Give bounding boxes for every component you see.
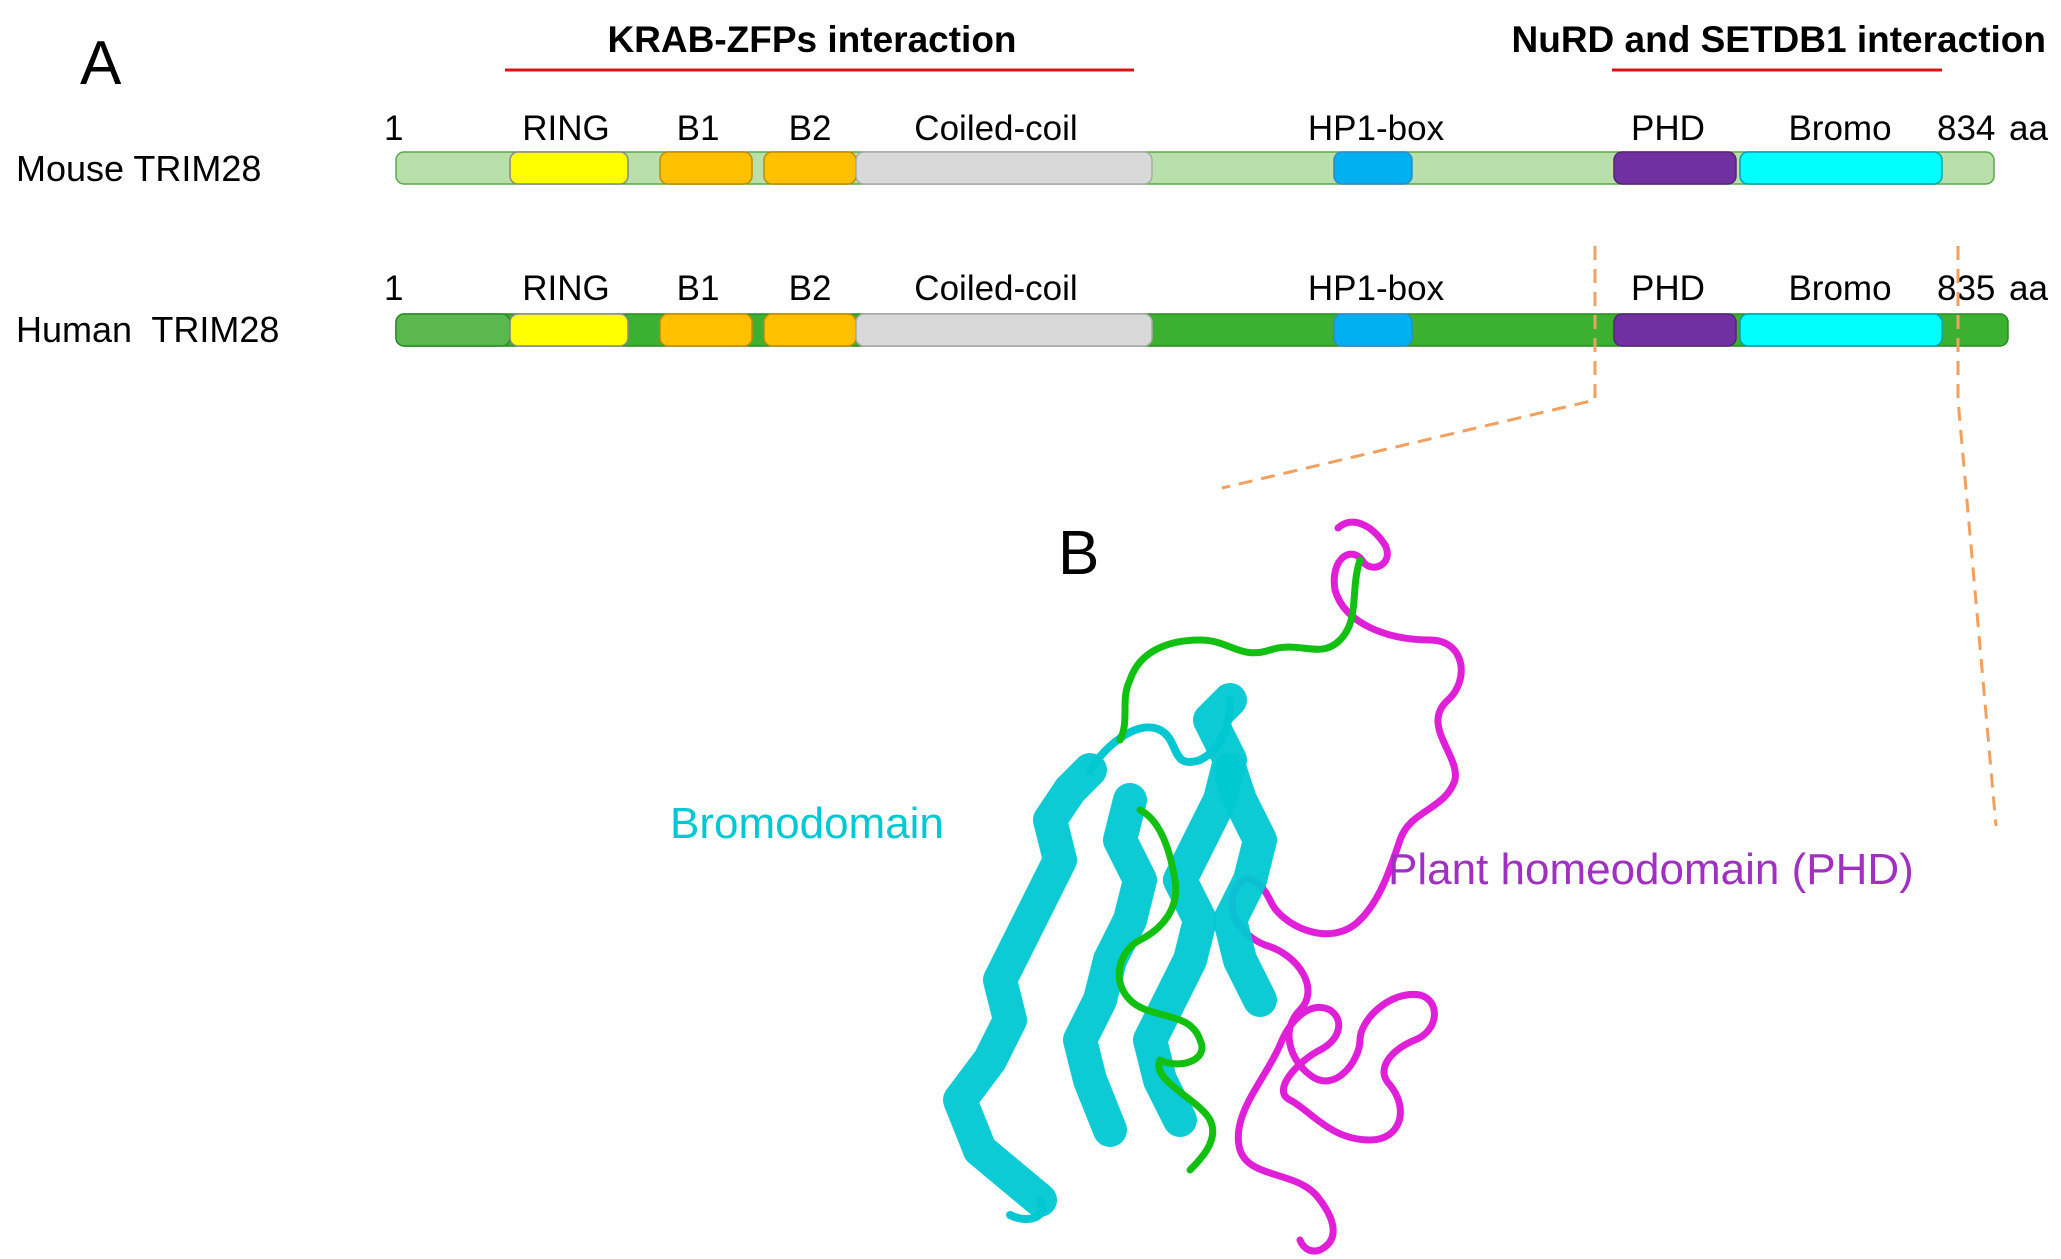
panel-b-letter: B: [1058, 519, 1099, 588]
human-b2-domain: [763, 313, 857, 347]
bromo-helix-1: [943, 753, 1107, 1217]
mouse-b2-domain: [763, 151, 857, 185]
mouse-phd-label: PHD: [1631, 109, 1705, 148]
bromo-helix-2: [1063, 783, 1157, 1147]
phd-label: Plant homeodomain (PHD): [1388, 845, 1914, 894]
mouse-trim28-label: Mouse TRIM28: [16, 148, 261, 189]
human-n-terminal-segment: [395, 313, 511, 347]
human-ring-label: RING: [522, 269, 610, 308]
human-unit-label: aa: [2009, 269, 2048, 308]
mouse-start-label: 1: [384, 109, 403, 148]
mouse-coiled-coil-label: Coiled-coil: [914, 109, 1077, 148]
mouse-bromo-label: Bromo: [1788, 109, 1891, 148]
bromo-loop-2: [1006, 1196, 1047, 1223]
zoom-guide-right: [1956, 246, 1998, 827]
mouse-hp1-box-label: HP1-box: [1308, 109, 1445, 148]
krab-interaction-header: KRAB-ZFPs interaction: [607, 19, 1016, 60]
mouse-b1-domain: [659, 151, 753, 185]
human-start-label: 1: [384, 269, 403, 308]
mouse-end-label: 834: [1937, 109, 1995, 148]
linker-ribbon: [1115, 556, 1364, 1174]
zoom-guide-lines: [1221, 246, 1998, 827]
human-ring-domain: [509, 313, 629, 347]
mouse-trim28-track: Mouse TRIM28 1 834 aa RING B1 B2 Coiled-…: [16, 109, 2048, 189]
human-b1-label: B1: [677, 269, 720, 308]
human-phd-label: PHD: [1631, 269, 1705, 308]
human-hp1-box-label: HP1-box: [1308, 269, 1445, 308]
bromo-phd-structure: [943, 518, 1465, 1255]
mouse-coiled-coil-domain: [855, 151, 1153, 185]
mouse-b2-label: B2: [789, 109, 832, 148]
mouse-b1-label: B1: [677, 109, 720, 148]
mouse-ring-domain: [509, 151, 629, 185]
human-coiled-coil-domain: [855, 313, 1153, 347]
human-hp1-box-domain: [1333, 313, 1413, 347]
mouse-hp1-box-domain: [1333, 151, 1413, 185]
human-coiled-coil-label: Coiled-coil: [914, 269, 1077, 308]
human-bromo-domain: [1739, 313, 1943, 347]
bromodomain-helices: [943, 683, 1277, 1223]
zoom-guide-left: [1221, 246, 1597, 490]
human-trim28-label: Human TRIM28: [16, 309, 279, 350]
phd-ribbon: [1228, 518, 1465, 1255]
mouse-phd-domain: [1613, 151, 1737, 185]
mouse-unit-label: aa: [2009, 109, 2048, 148]
bromodomain-label: Bromodomain: [670, 799, 944, 848]
human-b2-label: B2: [789, 269, 832, 308]
human-bromo-label: Bromo: [1788, 269, 1891, 308]
human-b1-domain: [659, 313, 753, 347]
human-end-label: 835: [1937, 269, 1995, 308]
human-trim28-track: Human TRIM28 1 835 aa RING B1 B2 Coiled-…: [16, 269, 2048, 350]
mouse-bromo-domain: [1739, 151, 1943, 185]
bromo-helix-4: [1213, 753, 1277, 1017]
nurd-interaction-header: NuRD and SETDB1 interaction: [1512, 19, 2047, 60]
panel-a-letter: A: [80, 29, 122, 98]
mouse-ring-label: RING: [522, 109, 610, 148]
human-phd-domain: [1613, 313, 1737, 347]
